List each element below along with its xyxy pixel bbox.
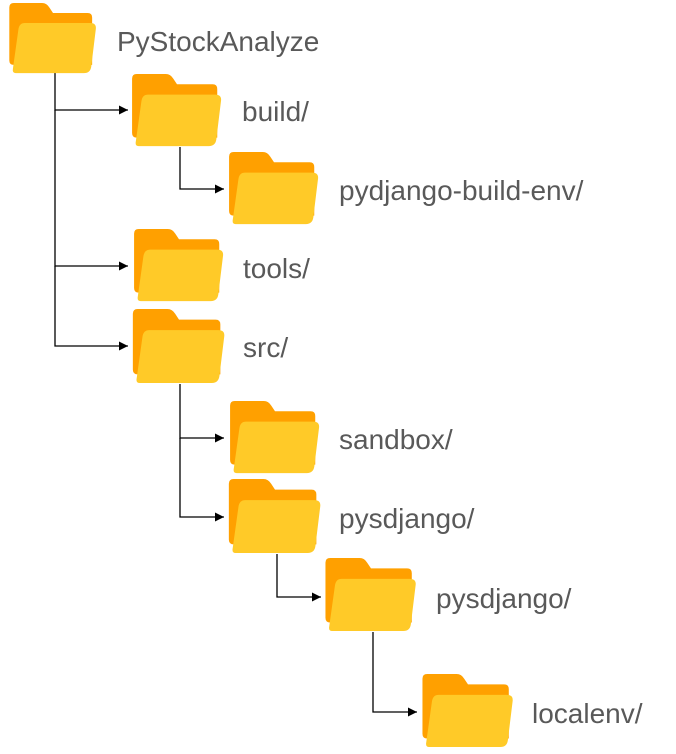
folder-label-build: build/ bbox=[242, 96, 309, 127]
folder-icon bbox=[9, 3, 96, 74]
connector-build-pydjango-build-env bbox=[179, 147, 224, 194]
connector-root-src bbox=[54, 266, 128, 351]
folder-icon bbox=[132, 74, 222, 147]
folder-label-root: PyStockAnalyze bbox=[117, 26, 319, 57]
folder-node-src[interactable]: src/ bbox=[132, 309, 288, 384]
folder-icon bbox=[422, 674, 513, 748]
folder-label-localenv: localenv/ bbox=[532, 698, 643, 729]
connectors bbox=[54, 72, 417, 717]
folder-icon bbox=[325, 558, 416, 632]
connector-pysdjango-inner-localenv bbox=[372, 632, 417, 717]
folder-icon bbox=[134, 229, 224, 302]
folder-label-sandbox: sandbox/ bbox=[339, 424, 453, 455]
folder-label-pysdjango-inner: pysdjango/ bbox=[436, 583, 572, 614]
folder-node-sandbox[interactable]: sandbox/ bbox=[230, 401, 453, 474]
folder-node-pysdjango[interactable]: pysdjango/ bbox=[228, 479, 475, 554]
connector-src-sandbox bbox=[179, 384, 224, 443]
folder-icon bbox=[230, 401, 320, 474]
folder-node-tools[interactable]: tools/ bbox=[134, 229, 310, 302]
folder-node-pydjango-build-env[interactable]: pydjango-build-env/ bbox=[229, 152, 584, 225]
connector-root-build bbox=[54, 72, 128, 115]
folder-icon bbox=[132, 309, 225, 384]
folder-label-src: src/ bbox=[243, 332, 288, 363]
folder-node-build[interactable]: build/ bbox=[132, 74, 309, 147]
folder-label-pysdjango: pysdjango/ bbox=[339, 503, 475, 534]
connector-src-pysdjango bbox=[179, 438, 224, 522]
folder-node-localenv[interactable]: localenv/ bbox=[422, 674, 643, 748]
folder-icon bbox=[229, 152, 319, 225]
folder-node-pysdjango-inner[interactable]: pysdjango/ bbox=[325, 558, 572, 632]
folder-icon bbox=[228, 479, 321, 554]
folder-label-tools: tools/ bbox=[243, 253, 310, 284]
connector-pysdjango-pysdjango-inner bbox=[276, 554, 321, 602]
folder-node-root[interactable]: PyStockAnalyze bbox=[9, 3, 319, 74]
folder-label-pydjango-build-env: pydjango-build-env/ bbox=[339, 175, 584, 206]
connector-root-tools bbox=[54, 110, 128, 271]
